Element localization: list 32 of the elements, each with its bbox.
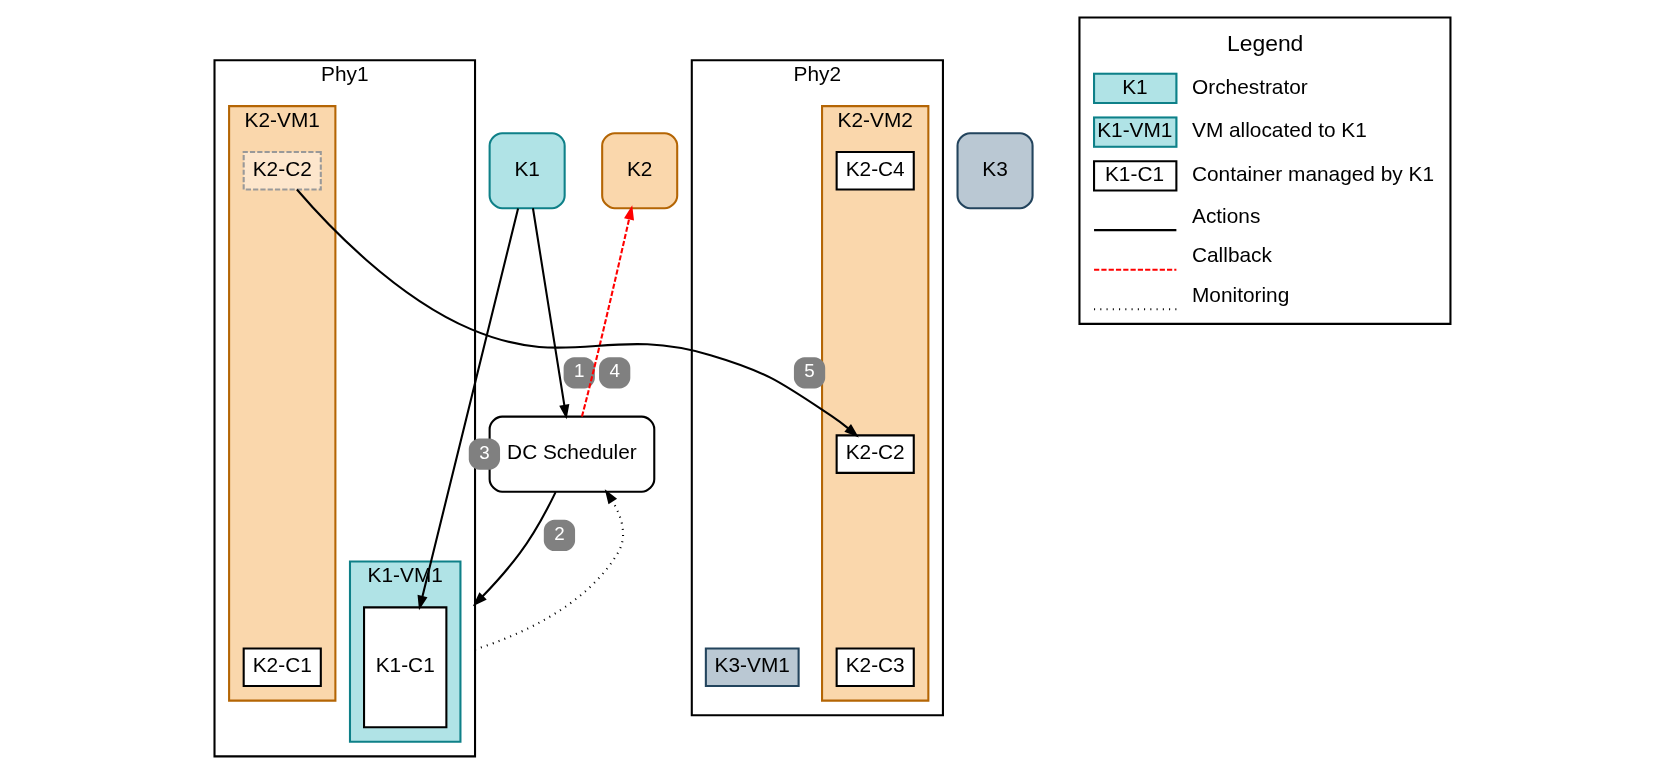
- node-box: K2-C2: [835, 434, 915, 474]
- label: Legend: [1226, 30, 1303, 57]
- arrow: [531, 208, 569, 420]
- arrow: [474, 489, 624, 651]
- node-box: K2-C1: [242, 647, 322, 688]
- node-box: K3-VM1: [704, 647, 800, 688]
- edge-label: 4: [608, 360, 620, 382]
- node-box: K2: [600, 132, 678, 210]
- arrow: [295, 188, 859, 438]
- legend-label: Container managed by K1: [1191, 162, 1434, 186]
- legend-label: VM allocated to K1: [1191, 118, 1367, 142]
- node-box: K2-C4: [835, 150, 915, 191]
- legend-label: Callback: [1191, 243, 1272, 267]
- label: K1-VM1: [1096, 118, 1172, 142]
- edge-label: 5: [803, 360, 815, 382]
- node-box: K1: [488, 132, 566, 210]
- node-box: DC Scheduler: [488, 415, 655, 493]
- node-box: K1-C1: [362, 606, 447, 729]
- node-box: K2-C3: [835, 647, 915, 688]
- edge-label: 1: [573, 360, 584, 382]
- legend-label: Monitoring: [1191, 283, 1289, 306]
- arrow: [417, 208, 519, 611]
- arrow: [472, 491, 557, 607]
- node-box: K3: [956, 132, 1034, 210]
- edge-label: 3: [478, 441, 490, 463]
- node-box: K2-C2: [242, 150, 322, 191]
- edge-label: 2: [553, 523, 565, 545]
- label: K1-C1: [1104, 162, 1164, 186]
- label: K1: [1121, 74, 1148, 98]
- legend-label: Actions: [1191, 203, 1260, 227]
- arrow: [580, 205, 634, 417]
- legend-label: Orchestrator: [1191, 74, 1308, 98]
